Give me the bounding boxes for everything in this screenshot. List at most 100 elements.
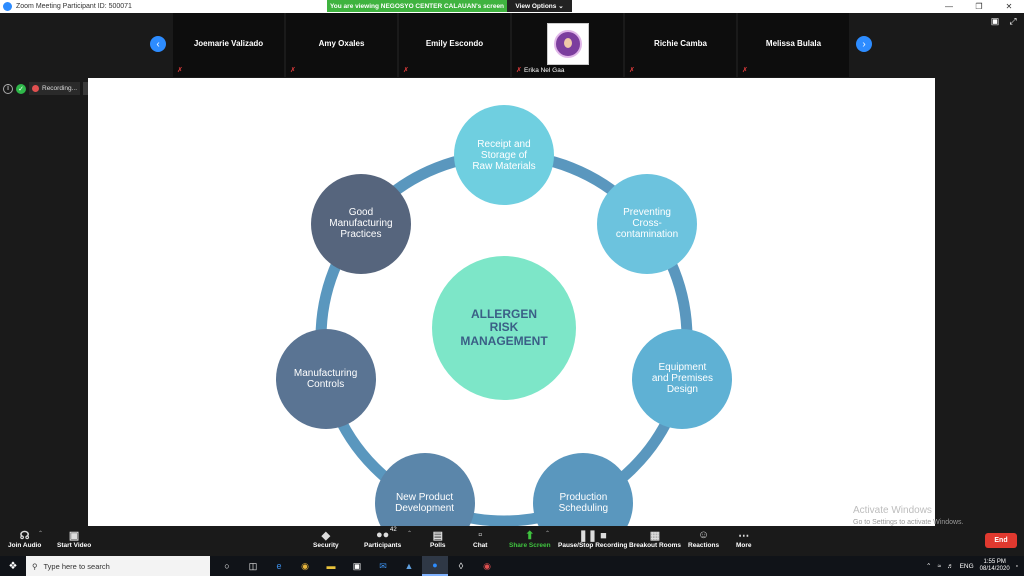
participant-name: Amy Oxales (318, 39, 365, 48)
viewing-banner: You are viewing NEGOSYO CENTER CALAUAN's… (327, 0, 507, 12)
view-options-button[interactable]: View Options ⌄ (507, 0, 572, 12)
security-button[interactable]: ◆ Security (313, 529, 339, 550)
avatar (547, 23, 589, 65)
share-screen-icon: ⬆ (525, 529, 535, 542)
participant-tile[interactable]: Richie Camba ✗ (625, 13, 736, 77)
participant-tile[interactable]: Melissa Bulala ✗ (738, 13, 849, 77)
participants-icon: ●● (375, 529, 390, 541)
cortana-icon[interactable]: ○ (224, 561, 230, 571)
wifi-icon[interactable]: ≈ (937, 562, 942, 570)
minimize-icon[interactable]: — (945, 2, 953, 11)
more-dots-icon: ⋯ (738, 529, 750, 542)
participants-options-caret-icon[interactable]: ⌃ (407, 531, 413, 537)
window-controls: — ❐ ✕ (934, 0, 1024, 13)
start-video-button[interactable]: ▣ Start Video (57, 529, 92, 550)
more-button[interactable]: ⋯ More (736, 529, 752, 550)
tray-expand-icon[interactable]: ⌃ (926, 563, 932, 570)
windows-start-icon[interactable]: ❖ (8, 560, 18, 572)
chrome-icon[interactable]: ◉ (301, 560, 309, 571)
share-options-caret-icon[interactable]: ⌃ (545, 531, 551, 537)
next-page-arrow-icon[interactable]: › (856, 36, 872, 52)
participant-tile[interactable]: ✗ Erika Nel Gaa (512, 13, 623, 77)
edge-icon[interactable]: e (276, 561, 282, 571)
system-tray: ⌃ ≈ ♬ ENG 1:55 PM 08/14/2020 ▫ (926, 556, 1024, 576)
polls-button[interactable]: ▤ Polls (430, 529, 446, 550)
share-screen-button[interactable]: ⬆ Share Screen (509, 529, 551, 550)
gallery-view-icon[interactable]: ▣ (990, 15, 1000, 26)
recording-label: Recording... (42, 85, 78, 92)
center-node: ALLERGEN RISK MANAGEMENT (432, 256, 576, 400)
restore-icon[interactable]: ❐ (975, 2, 983, 11)
fullscreen-icon[interactable]: ⤢ (1009, 15, 1017, 26)
pause-stop-recording-button[interactable]: ❚❚ ■ Pause/Stop Recording (558, 529, 628, 550)
chat-button[interactable]: ▫ Chat (473, 529, 488, 549)
end-meeting-button[interactable]: End (985, 533, 1017, 548)
participant-name: Joemarie Valizado (193, 39, 264, 48)
pause-stop-icon: ❚❚ ■ (578, 529, 607, 542)
muted-mic-icon: ✗ (516, 67, 522, 74)
reactions-button[interactable]: ☺ Reactions (688, 529, 720, 549)
profile-picture (554, 30, 582, 58)
chat-icon: ▫ (478, 529, 483, 541)
taskbar-apps: ○ ◫ e ◉ ▬ ▣ ✉ ▲ ● ◊ ◉ (214, 556, 500, 576)
file-explorer-icon[interactable]: ▬ (326, 561, 336, 571)
zoom-taskbar-icon[interactable]: ● (422, 556, 448, 576)
notifications-icon[interactable]: ▫ (1015, 562, 1018, 570)
breakout-rooms-icon: ▦ (649, 529, 661, 542)
polls-icon: ▤ (432, 529, 443, 542)
video-off-icon: ▣ (68, 529, 80, 542)
volume-icon[interactable]: ♬ (947, 562, 954, 570)
participant-tile[interactable]: Emily Escondo ✗ (399, 13, 510, 77)
recording-dot-icon (32, 85, 39, 92)
join-audio-button[interactable]: ☊ Join Audio (8, 529, 42, 550)
app-icon[interactable]: ▲ (404, 561, 414, 571)
recording-indicator: Recording... (29, 82, 81, 95)
clock[interactable]: 1:55 PM 08/14/2020 (980, 559, 1010, 573)
window-title: Zoom Meeting Participant ID: 500071 (16, 3, 132, 10)
close-icon[interactable]: ✕ (1005, 2, 1013, 11)
participant-name: Melissa Bulala (765, 39, 822, 48)
breakout-rooms-button[interactable]: ▦ Breakout Rooms (629, 529, 682, 550)
app-icon[interactable]: ◊ (458, 561, 464, 571)
info-icon[interactable]: i (3, 83, 13, 94)
shield-icon: ◆ (321, 529, 331, 542)
activate-windows-hint: Go to Settings to activate Windows. (853, 519, 964, 526)
participants-button[interactable]: ●● Participants (364, 529, 402, 549)
participant-tile[interactable]: Amy Oxales ✗ (286, 13, 397, 77)
zoom-logo-icon (3, 2, 12, 11)
previous-page-arrow-icon[interactable]: ‹ (150, 36, 166, 52)
task-view-icon[interactable]: ◫ (248, 560, 258, 571)
participants-count-badge: 42 (390, 527, 397, 533)
participant-tile[interactable]: Joemarie Valizado ✗ (173, 13, 284, 77)
clock-time: 1:55 PM (983, 559, 1006, 565)
center-label: ALLERGEN RISK MANAGEMENT (460, 306, 548, 348)
muted-mic-icon: ✗ (742, 67, 748, 74)
clock-date: 08/14/2020 (979, 566, 1010, 572)
app-icon[interactable]: ◉ (483, 560, 491, 571)
participant-name: Richie Camba (654, 39, 707, 48)
windows-taskbar: ❖ ⚲ Type here to search ○ ◫ e ◉ ▬ ▣ ✉ ▲ … (0, 556, 1024, 576)
muted-mic-icon: ✗ (403, 67, 409, 74)
search-placeholder: Type here to search (43, 561, 110, 571)
store-icon[interactable]: ▣ (352, 560, 362, 571)
audio-options-caret-icon[interactable]: ⌃ (38, 531, 44, 537)
view-controls: ▣ ⤢ (990, 16, 1018, 26)
security-shield-icon[interactable]: ✓ (16, 83, 26, 94)
taskbar-search-box[interactable]: ⚲ Type here to search (26, 556, 210, 576)
meeting-toolbar: ☊ Join Audio ⌃ ▣ Start Video ◆ Security … (0, 526, 1024, 556)
mail-icon[interactable]: ✉ (379, 560, 387, 571)
language-indicator[interactable]: ENG (959, 562, 974, 570)
